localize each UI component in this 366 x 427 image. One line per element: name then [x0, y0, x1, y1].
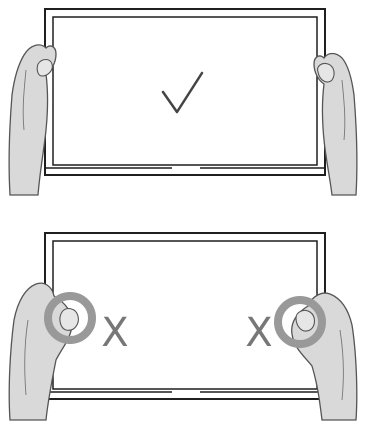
right-hand-bottom-crease	[339, 329, 344, 401]
left-thumb-top	[36, 58, 53, 77]
check-mark-icon	[161, 71, 204, 114]
incorrect-handling-illustration: X X	[8, 232, 358, 421]
left-pressure-warning-circle	[44, 292, 96, 344]
monitor-top-outer-frame	[44, 8, 326, 176]
right-hand-top-palm	[313, 52, 358, 196]
left-hand-bottom	[8, 282, 79, 421]
left-hand-top-crease	[22, 69, 27, 131]
right-pressure-warning-circle	[274, 296, 326, 348]
left-hand-top	[8, 44, 57, 196]
left-thumb-bottom	[59, 307, 79, 331]
monitor-top-screen	[52, 16, 318, 166]
right-x-mark: X	[245, 310, 272, 356]
left-hand-bottom-crease	[24, 319, 29, 396]
right-hand-bottom	[291, 292, 358, 421]
left-hand-top-palm	[8, 44, 57, 196]
correct-handling-illustration	[8, 8, 358, 196]
left-x-mark: X	[101, 310, 128, 356]
right-hand-top	[313, 52, 358, 196]
right-hand-top-crease	[341, 79, 346, 141]
monitor-top	[44, 8, 326, 176]
right-thumb-top	[317, 62, 335, 83]
right-thumb-bottom	[295, 309, 316, 332]
